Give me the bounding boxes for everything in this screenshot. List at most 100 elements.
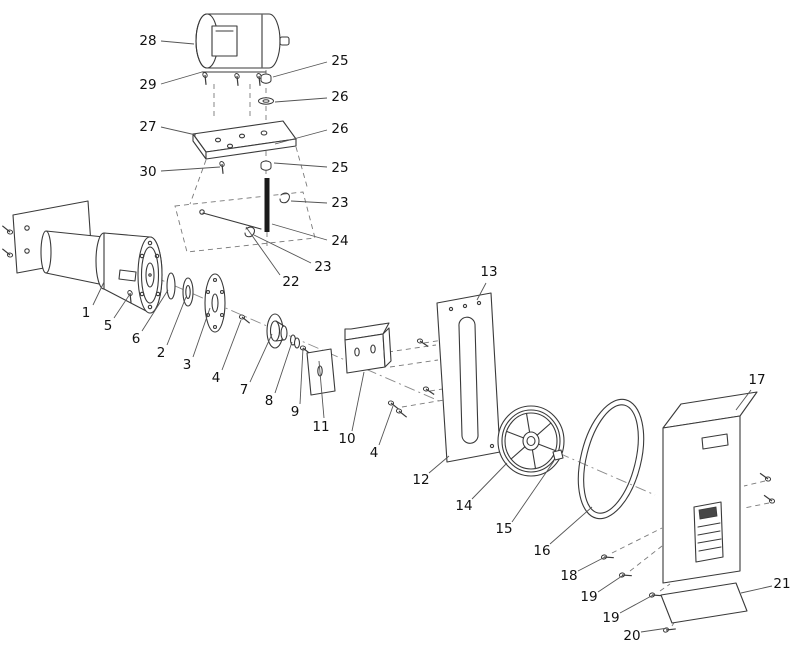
callout-24: 24 — [271, 223, 349, 249]
slot-panel-12 — [416, 292, 501, 463]
callout-26-a: 26 — [274, 89, 349, 105]
bolt-19b — [648, 589, 663, 601]
callout-8: 8 — [265, 341, 293, 409]
callout-2: 2 — [157, 296, 187, 361]
svg-text:21: 21 — [773, 576, 790, 592]
callout-21: 21 — [740, 576, 791, 594]
svg-text:19: 19 — [602, 610, 619, 626]
callout-23-b: 23 — [253, 234, 332, 275]
svg-text:25: 25 — [331, 53, 348, 69]
bolt-19a — [618, 569, 633, 581]
callout-17: 17 — [735, 372, 766, 411]
svg-text:28: 28 — [139, 33, 156, 49]
callout-9: 9 — [291, 347, 304, 420]
nut-25-bottom — [260, 160, 272, 171]
svg-text:11: 11 — [312, 419, 329, 435]
svg-text:6: 6 — [132, 331, 141, 347]
callout-1: 1 — [82, 281, 105, 321]
callout-6: 6 — [132, 289, 169, 347]
callout-18: 18 — [560, 555, 608, 584]
mount-bracket-10 — [344, 322, 392, 374]
svg-text:13: 13 — [480, 264, 497, 280]
control-enclosure-17 — [662, 391, 758, 584]
bolt-18 — [600, 551, 615, 563]
svg-text:4: 4 — [370, 445, 379, 461]
pulley-14 — [497, 405, 565, 477]
svg-text:27: 27 — [139, 119, 156, 135]
callout-27: 27 — [139, 119, 197, 136]
svg-text:14: 14 — [455, 498, 472, 514]
svg-text:7: 7 — [240, 382, 249, 398]
callout-5: 5 — [104, 293, 131, 334]
svg-text:9: 9 — [291, 404, 300, 420]
callout-25-b: 25 — [273, 160, 349, 176]
gasket-6 — [166, 272, 176, 300]
bolt-right-top — [758, 472, 772, 483]
svg-text:8: 8 — [265, 393, 274, 409]
electric-motor — [195, 13, 290, 87]
callout-12: 12 — [412, 455, 450, 488]
callout-13: 13 — [476, 264, 498, 301]
svg-text:17: 17 — [748, 372, 765, 388]
callout-11: 11 — [312, 360, 330, 435]
svg-text:19: 19 — [580, 589, 597, 605]
callouts: 28 29 25 26 27 26 30 25 — [82, 33, 791, 644]
callout-22: 22 — [245, 226, 300, 290]
motor-mount-plate — [192, 120, 297, 175]
svg-text:30: 30 — [139, 164, 156, 180]
auger-tube — [40, 230, 105, 286]
screw-20 — [662, 623, 677, 636]
key-15 — [552, 449, 564, 461]
callout-10: 10 — [338, 371, 365, 447]
link-rod-22 — [199, 209, 262, 230]
callout-23-a: 23 — [290, 195, 349, 211]
drive-head-housing — [95, 232, 163, 314]
svg-text:5: 5 — [104, 318, 113, 334]
backing-plate-3 — [204, 273, 226, 333]
svg-text:1: 1 — [82, 305, 91, 321]
svg-text:24: 24 — [331, 233, 348, 249]
callout-26-b: 26 — [274, 121, 349, 145]
callout-15: 15 — [495, 460, 555, 537]
callout-28: 28 — [139, 33, 195, 49]
bolt-right-bottom — [762, 494, 776, 505]
bolt-4b — [386, 399, 401, 410]
washer-26-top — [258, 97, 274, 105]
svg-text:23: 23 — [314, 259, 331, 275]
svg-text:22: 22 — [282, 274, 299, 290]
callout-19-b: 19 — [602, 593, 656, 626]
callout-30: 30 — [139, 164, 221, 180]
svg-text:26: 26 — [331, 121, 348, 137]
v-belt-16 — [577, 398, 645, 520]
svg-text:26: 26 — [331, 89, 348, 105]
nut-25-top — [260, 73, 272, 84]
callout-7: 7 — [240, 333, 273, 398]
callout-20: 20 — [623, 627, 669, 644]
callout-25-a: 25 — [272, 53, 349, 78]
motor-shaft — [279, 36, 290, 46]
callout-3: 3 — [183, 307, 211, 373]
washers-8 — [289, 334, 301, 349]
callout-29: 29 — [139, 71, 203, 93]
svg-text:2: 2 — [157, 345, 166, 361]
svg-text:18: 18 — [560, 568, 577, 584]
svg-text:23: 23 — [331, 195, 348, 211]
svg-text:4: 4 — [212, 370, 221, 386]
enclosure-label — [701, 433, 729, 450]
svg-text:3: 3 — [183, 357, 192, 373]
cover-plate-21 — [660, 582, 748, 624]
svg-text:12: 12 — [412, 472, 429, 488]
svg-text:29: 29 — [139, 77, 156, 93]
svg-text:16: 16 — [533, 543, 550, 559]
clip-23-top — [279, 192, 290, 204]
callout-16: 16 — [533, 506, 593, 559]
callout-19-a: 19 — [580, 573, 626, 605]
sprocket-7 — [266, 313, 288, 349]
bolt-4c — [394, 407, 409, 418]
svg-text:15: 15 — [495, 521, 512, 537]
nameplate — [118, 269, 137, 282]
callout-4-a: 4 — [212, 319, 242, 386]
svg-text:10: 10 — [338, 431, 355, 447]
